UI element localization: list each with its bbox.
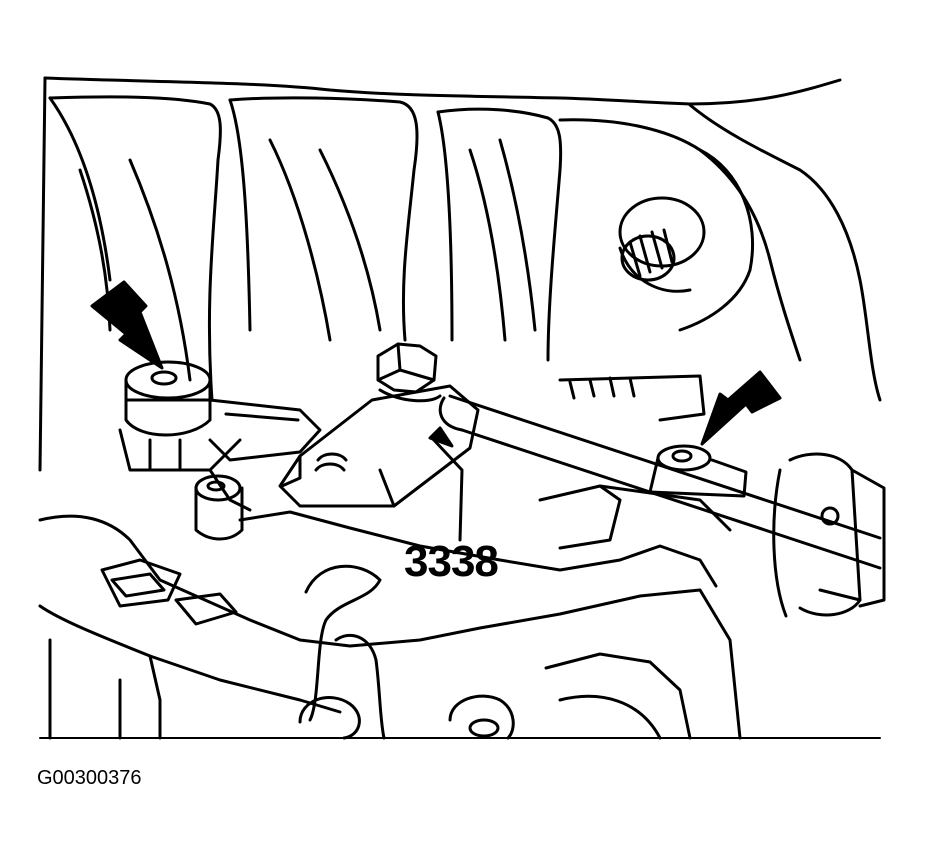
right-coupling: [772, 452, 886, 618]
tool-number-label: 3338: [404, 537, 499, 586]
left-arrow-icon: [90, 280, 164, 370]
small-stud: [194, 474, 244, 541]
threaded-stud: [618, 148, 755, 332]
callout-leader: [428, 426, 464, 542]
right-arrow-icon: [700, 370, 782, 446]
engine-block: [38, 76, 882, 472]
right-bolt: [558, 374, 748, 498]
lever-bar: [438, 394, 882, 570]
special-tool-plate: [278, 342, 480, 508]
figure-id-label: G00300376: [37, 767, 142, 789]
lower-housing: [38, 484, 881, 740]
